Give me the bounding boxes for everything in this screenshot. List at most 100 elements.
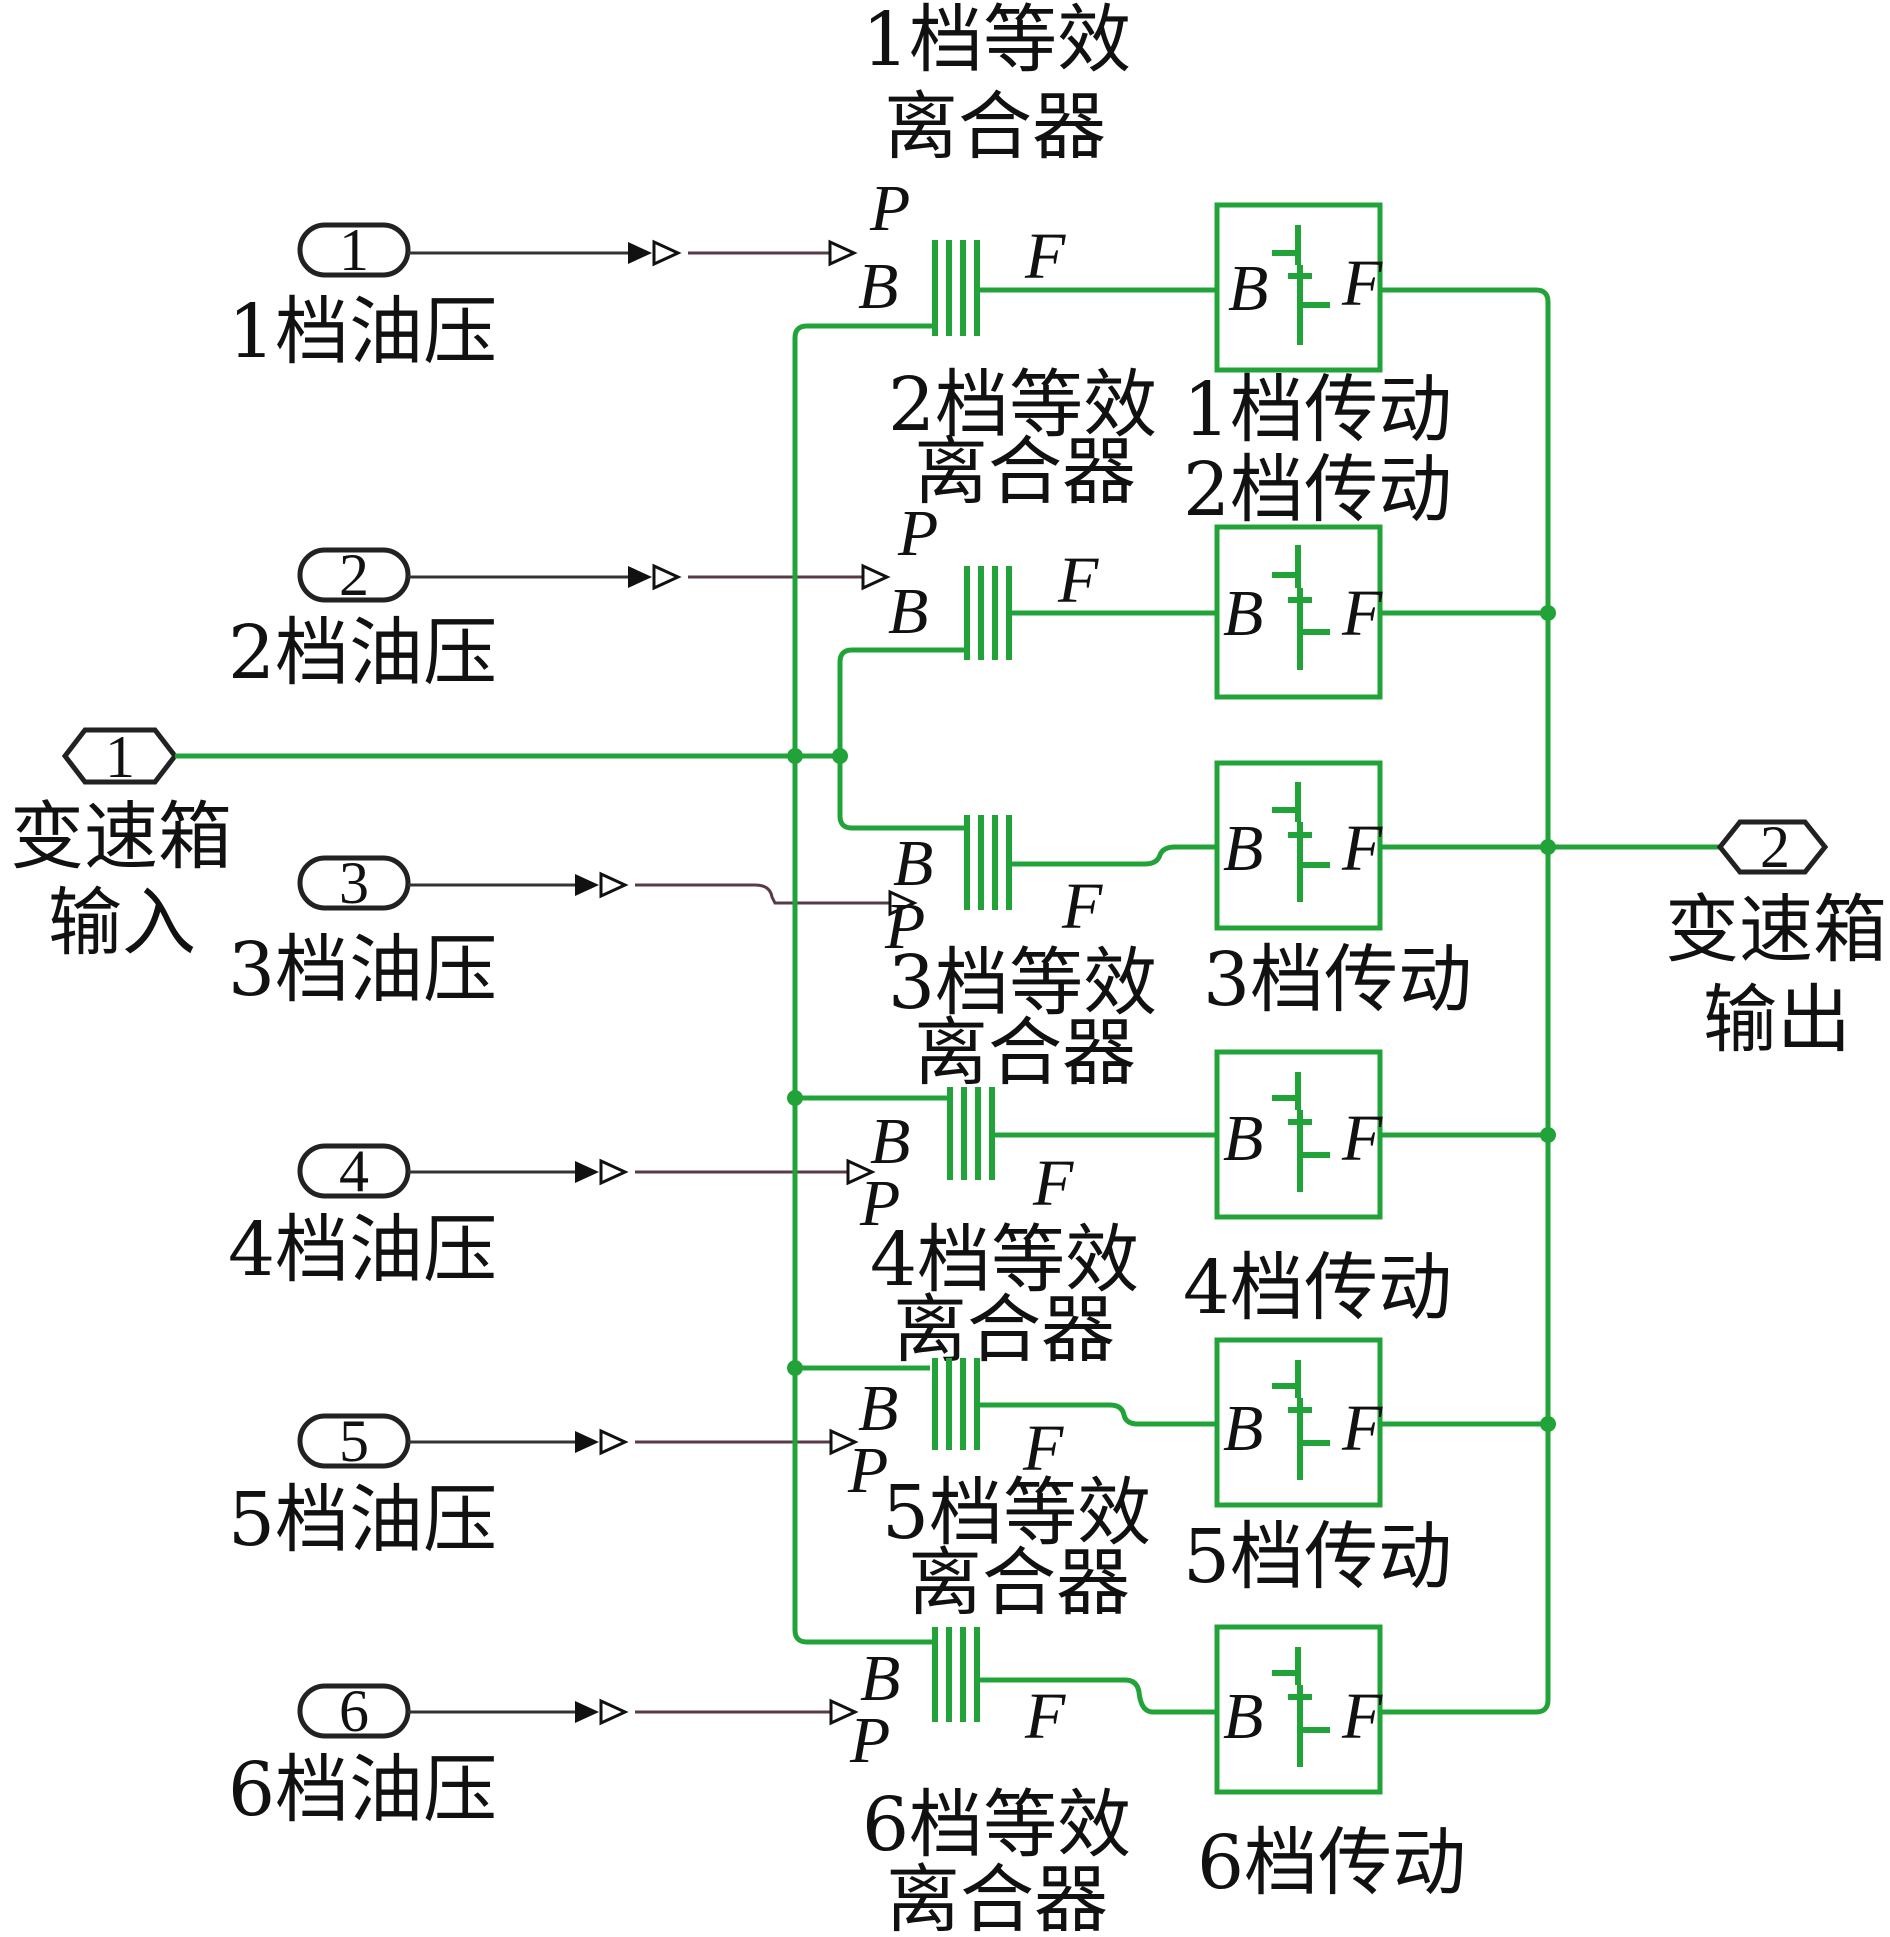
clutch-4-label-1: 4档等效 [870,1217,1139,1303]
clutch-3[interactable]: B P F 3档等效 离合器 [884,815,1157,1096]
clutch-4[interactable]: B P F 4档等效 离合器 [859,1087,1139,1373]
inport-5-number: 5 [339,1408,369,1474]
gear-6-pin-b: B [1223,1680,1263,1753]
gearbox-input-label-1: 变速箱 [10,794,232,880]
gear-3-pin-f: F [1341,812,1383,885]
junction-dot [1540,605,1556,621]
input-2: 2 2档油压 [228,542,889,696]
gear-symbol-icon [1272,782,1330,902]
clutch-1[interactable]: P B F 1档等效 离合器 [858,0,1131,336]
clutch-5[interactable]: B P F 5档等效 离合器 [847,1358,1151,1626]
clutch-2-pin-p: P [897,497,938,570]
clutch-5-pin-f: F [1022,1412,1064,1485]
input-4: 4 4档油压 [228,1138,874,1293]
gear-2-pin-b: B [1223,577,1263,650]
clutch-6-pin-f: F [1024,1680,1066,1753]
input-3: 3 3档油压 [228,850,916,1013]
gear-3[interactable]: B F 3档传动 [1203,760,1472,1023]
gear-1[interactable]: B F 1档传动 [1183,202,1452,453]
clutch-4-pin-f: F [1032,1147,1074,1220]
gear-1-pin-b: B [1228,252,1268,325]
input-1: 1 1档油压 [228,217,856,375]
gear-2[interactable]: B F 2档传动 [1183,447,1452,700]
inport-3-label: 3档油压 [228,927,497,1013]
gear-6[interactable]: B F 6档传动 [1197,1624,1466,1906]
gear-4[interactable]: B F 4档传动 [1183,1049,1452,1331]
clutch-6-pin-p: P [849,1704,890,1777]
gearbox-output-number: 2 [1760,814,1790,880]
clutch-plates-icon [964,566,1012,660]
gear-4-pin-b: B [1223,1102,1263,1175]
gearbox-input-number: 1 [105,724,135,790]
clutch-2-label-1: 2档等效 [888,362,1157,448]
gear-2-label: 2档传动 [1183,447,1452,533]
clutch-plates-icon [932,240,980,336]
goto-arrows-icon [628,240,680,266]
clutch-5-label-2: 离合器 [908,1540,1130,1626]
gear-symbol-icon [1272,545,1330,670]
gearbox-output-label-2: 输出 [1703,977,1851,1063]
clutch-5-pin-p: P [847,1434,888,1507]
goto-arrows-icon [575,872,627,898]
junction-dot [1540,1416,1556,1432]
clutch-plates-icon [932,1358,980,1450]
gear-4-pin-f: F [1341,1102,1383,1175]
clutch-5-pin-b: B [858,1372,898,1445]
gearbox-output-port[interactable] [1716,819,1829,875]
goto-arrows-icon [628,564,680,590]
junction-dot [832,748,848,764]
inport-1-number: 1 [339,217,369,283]
clutch-4-pin-b: B [870,1105,910,1178]
gear-6-pin-f: F [1341,1680,1383,1753]
clutch-2-label-2: 离合器 [914,429,1136,515]
inport-2-label: 2档油压 [228,610,497,696]
inport-2-number: 2 [339,542,369,608]
gear-5-pin-b: B [1223,1392,1263,1465]
clutch-1-pin-b: B [858,250,898,323]
gearbox-input: 1 变速箱 输入 [10,724,232,966]
clutch-2-pin-f: F [1057,544,1099,617]
clutch-plates-icon [932,1627,980,1722]
gear-symbol-icon [1272,1360,1330,1480]
clutch-4-pin-p: P [859,1167,900,1240]
gear-1-pin-f: F [1341,247,1383,320]
clutch-1-pin-p: P [869,172,910,245]
gear-4-label: 4档传动 [1183,1245,1452,1331]
gear-5-pin-f: F [1341,1392,1383,1465]
gear-symbol-icon [1272,1647,1330,1767]
port-arrow-icon [828,240,856,266]
clutch-3-pin-f: F [1061,870,1103,943]
clutch-3-pin-p: P [884,890,925,963]
clutch-1-pin-f: F [1024,220,1066,293]
inport-5-label: 5档油压 [228,1477,497,1563]
clutch-3-label-2: 离合器 [914,1010,1136,1096]
gear-5[interactable]: B F 5档传动 [1183,1337,1452,1600]
gearbox-input-label-2: 输入 [48,880,196,966]
clutch-6-label-1: 6档等效 [862,1782,1131,1868]
goto-arrows-icon [575,1699,627,1725]
gear-symbol-icon [1272,225,1330,345]
inport-2-shape[interactable] [297,547,411,603]
gear-6-label: 6档传动 [1197,1820,1466,1906]
clutch-2[interactable]: P B F 2档等效 离合器 [888,362,1157,660]
clutch-5-label-1: 5档等效 [882,1470,1151,1556]
inport-4-label: 4档油压 [228,1207,497,1293]
port-arrow-icon [861,564,889,590]
gear-2-pin-f: F [1341,577,1383,650]
clutch-1-label-1: 1档等效 [862,0,1131,83]
gear-1-label: 1档传动 [1183,367,1452,453]
clutch-plates-icon [964,815,1012,910]
goto-arrows-icon [575,1159,627,1185]
clutch-6-pin-b: B [860,1642,900,1715]
inport-1-shape[interactable] [297,222,411,278]
clutch-plates-icon [947,1087,995,1180]
input-5: 5 5档油压 [228,1408,857,1563]
inport-1-label: 1档油压 [228,289,497,375]
gearbox-output: 2 变速箱 输出 [1665,814,1887,1063]
gear-3-pin-b: B [1223,812,1263,885]
clutch-6[interactable]: B P F 6档等效 离合器 [849,1627,1131,1937]
goto-arrows-icon [575,1429,627,1455]
inport-4-number: 4 [339,1138,369,1204]
inport-3-shape[interactable] [297,855,411,911]
